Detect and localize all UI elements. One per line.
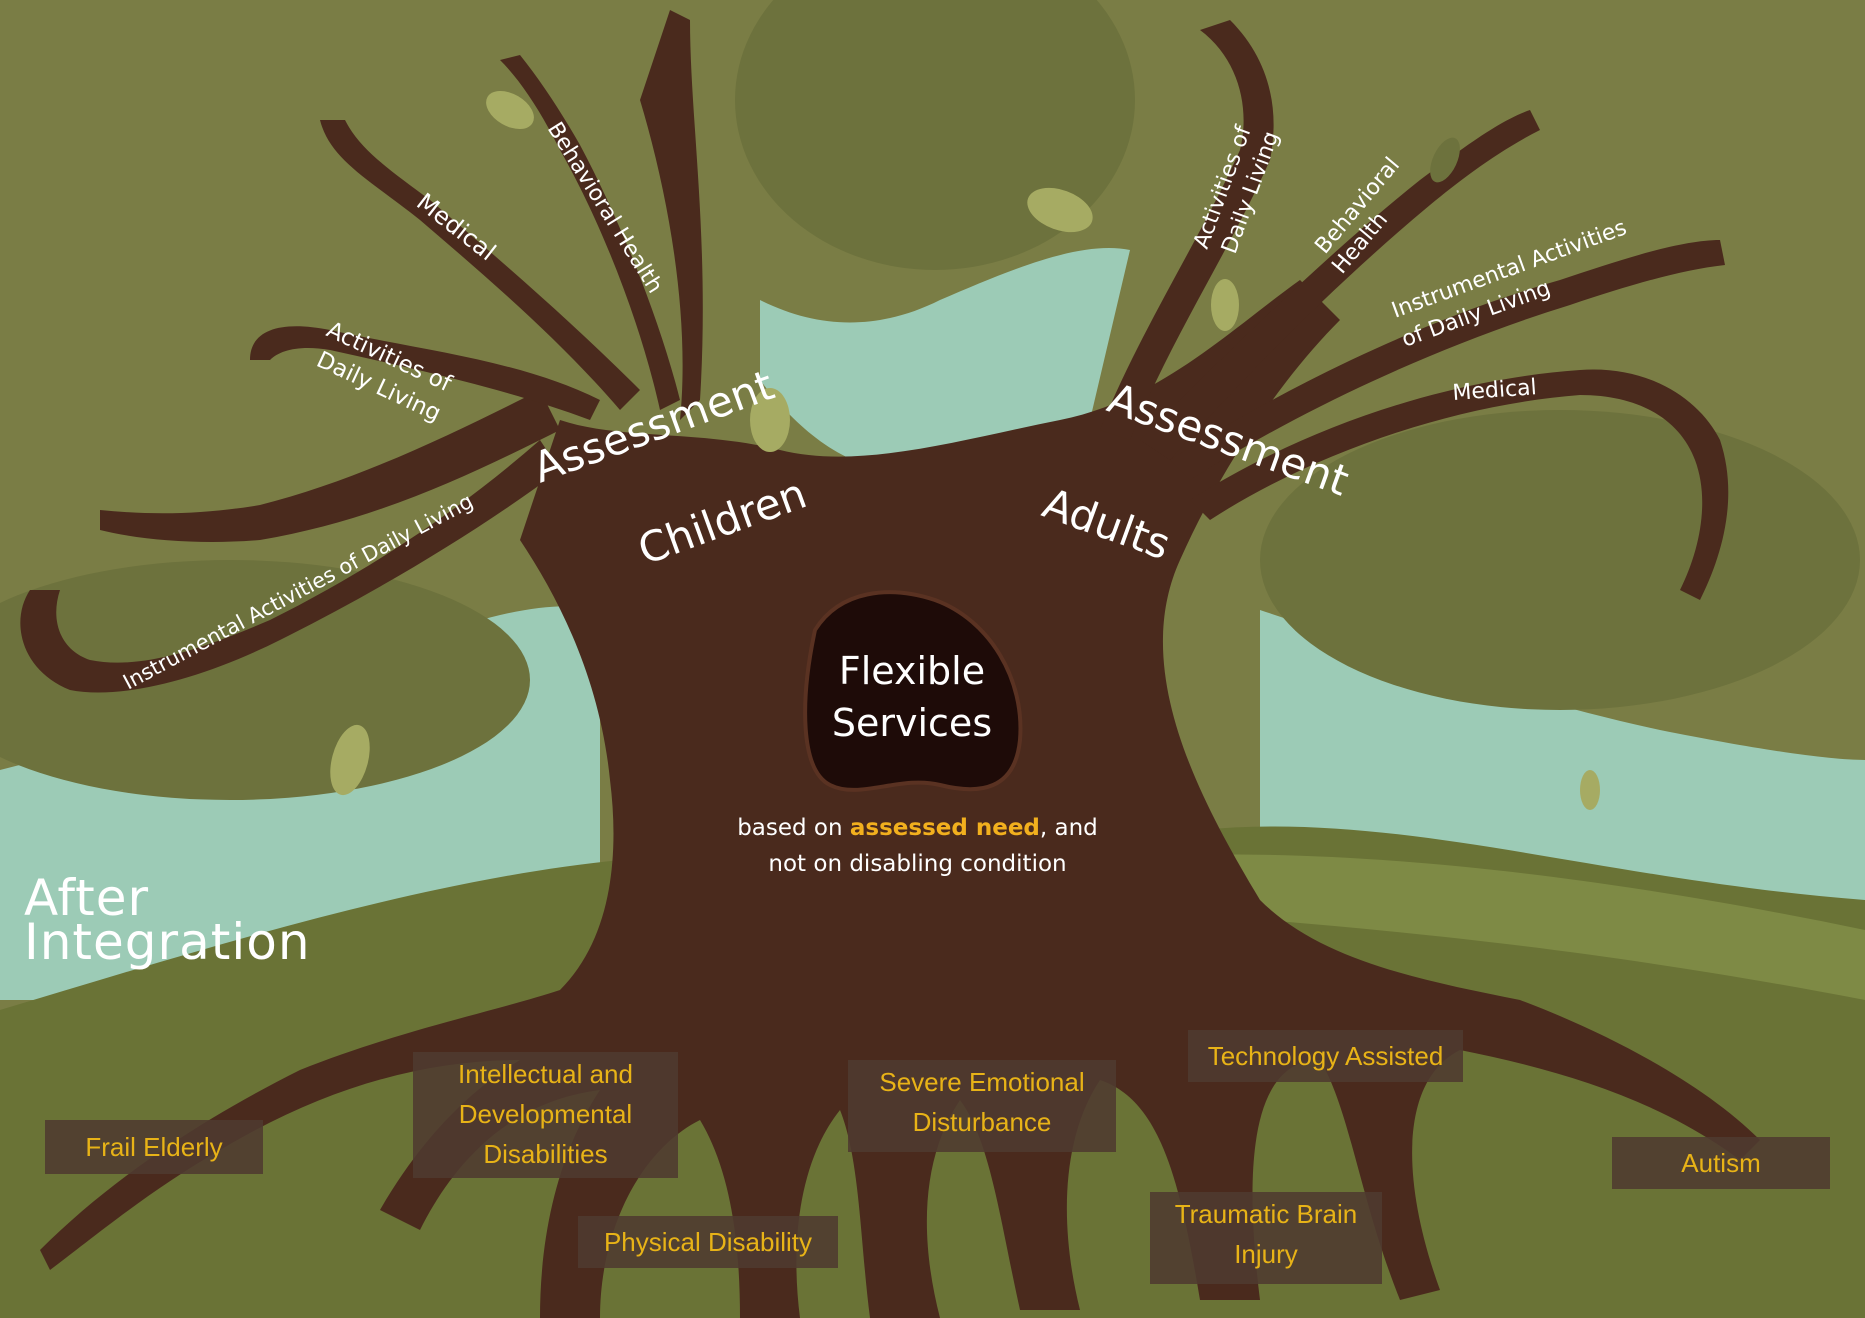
trunk-hollow bbox=[803, 590, 1023, 792]
root-autism-text: Autism bbox=[1681, 1148, 1761, 1178]
center-subtitle: based on assessed need, and not on disab… bbox=[700, 810, 1135, 882]
title-line-2: Integration bbox=[24, 913, 311, 971]
sky-center bbox=[760, 248, 1130, 470]
branch-left-upper bbox=[250, 326, 600, 420]
leaf bbox=[1430, 137, 1460, 183]
subtitle-highlight: assessed need bbox=[849, 815, 1040, 841]
branch-left-mid bbox=[100, 390, 560, 542]
branch-left-lower bbox=[20, 440, 561, 693]
subtitle-pre: based on bbox=[737, 815, 850, 841]
leaf bbox=[486, 91, 534, 129]
title-line-1: After bbox=[24, 869, 150, 927]
subtitle-line-1: based on assessed need, and bbox=[700, 810, 1135, 846]
branch-right-medical bbox=[1190, 369, 1729, 600]
root-tech-text: Technology Assisted bbox=[1207, 1041, 1444, 1071]
root-tbi: Traumatic Brain Injury bbox=[1150, 1192, 1382, 1284]
leaf bbox=[330, 724, 370, 796]
leaf bbox=[750, 388, 790, 452]
root-sed: Severe Emotional Disturbance bbox=[848, 1060, 1116, 1152]
flexible-services-title: Flexible Services bbox=[812, 645, 1012, 749]
root-frail-elderly-text: Frail Elderly bbox=[85, 1132, 223, 1162]
center-line-1: Flexible bbox=[838, 649, 986, 693]
root-sed-line-1: Severe Emotional bbox=[879, 1067, 1085, 1097]
root-frail-elderly: Frail Elderly bbox=[45, 1120, 263, 1174]
page-title: After Integration bbox=[24, 869, 311, 971]
root-tbi-line-1: Traumatic Brain bbox=[1174, 1199, 1358, 1229]
root-idd-line-3: Disabilities bbox=[483, 1139, 608, 1169]
root-idd-line-1: Intellectual and bbox=[458, 1059, 633, 1089]
branch-left-bh bbox=[500, 55, 680, 410]
branch-left-top bbox=[320, 120, 640, 410]
branch-right-iadl bbox=[1170, 240, 1725, 480]
branch-right-bh bbox=[1140, 110, 1540, 460]
leaf bbox=[1211, 279, 1239, 331]
subtitle-line-2: not on disabling condition bbox=[768, 851, 1067, 877]
root-physical-disability: Physical Disability bbox=[578, 1216, 838, 1268]
branch-right-top bbox=[1100, 20, 1274, 440]
root-physical-text: Physical Disability bbox=[603, 1227, 813, 1257]
leaf bbox=[1027, 187, 1093, 233]
canopy-right bbox=[1260, 410, 1860, 710]
root-autism: Autism bbox=[1612, 1137, 1830, 1189]
root-idd-line-2: Developmental bbox=[458, 1099, 633, 1129]
root-idd: Intellectual and Developmental Disabilit… bbox=[413, 1052, 678, 1178]
center-line-2: Services bbox=[831, 701, 993, 745]
adults-medical-label: Medical bbox=[1452, 375, 1538, 406]
leaf bbox=[1580, 770, 1600, 810]
root-technology-assisted: Technology Assisted bbox=[1188, 1030, 1463, 1082]
root-sed-line-2: Disturbance bbox=[912, 1107, 1052, 1137]
subtitle-post: , and bbox=[1039, 815, 1098, 841]
branch-left-center bbox=[640, 10, 703, 420]
canopy-left bbox=[0, 560, 530, 800]
root-tbi-line-2: Injury bbox=[1234, 1239, 1298, 1269]
